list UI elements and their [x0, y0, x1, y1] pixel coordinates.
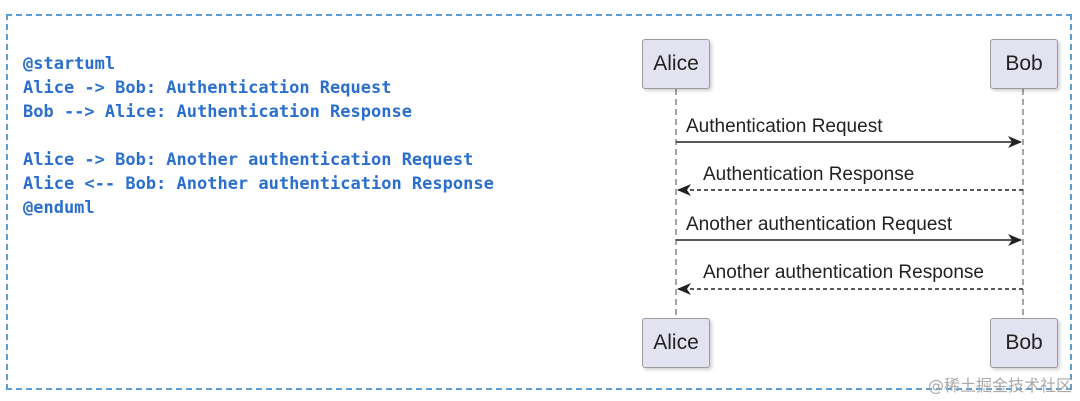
watermark: @稀土掘金技术社区: [927, 376, 1072, 395]
message-label: Another authentication Request: [686, 214, 953, 235]
participant-bob-top: Bob: [990, 39, 1058, 89]
code-line: @enduml: [23, 198, 95, 218]
code-line: Alice <-- Bob: Another authentication Re…: [23, 174, 494, 194]
code-line: [23, 124, 494, 148]
message-label: Another authentication Response: [703, 262, 984, 283]
participant-alice-bottom: Alice: [642, 318, 710, 368]
message-label: Authentication Request: [686, 116, 883, 137]
code-line: @startuml: [23, 54, 116, 74]
code-line: Bob --> Alice: Authentication Response: [23, 102, 412, 122]
message-label: Authentication Response: [703, 164, 915, 185]
participant-alice-top: Alice: [642, 39, 710, 89]
dashed-border-frame: [6, 14, 1072, 390]
participant-bob-bottom: Bob: [990, 318, 1058, 368]
code-line: Alice -> Bob: Authentication Request: [23, 78, 392, 98]
code-line: Alice -> Bob: Another authentication Req…: [23, 150, 474, 170]
